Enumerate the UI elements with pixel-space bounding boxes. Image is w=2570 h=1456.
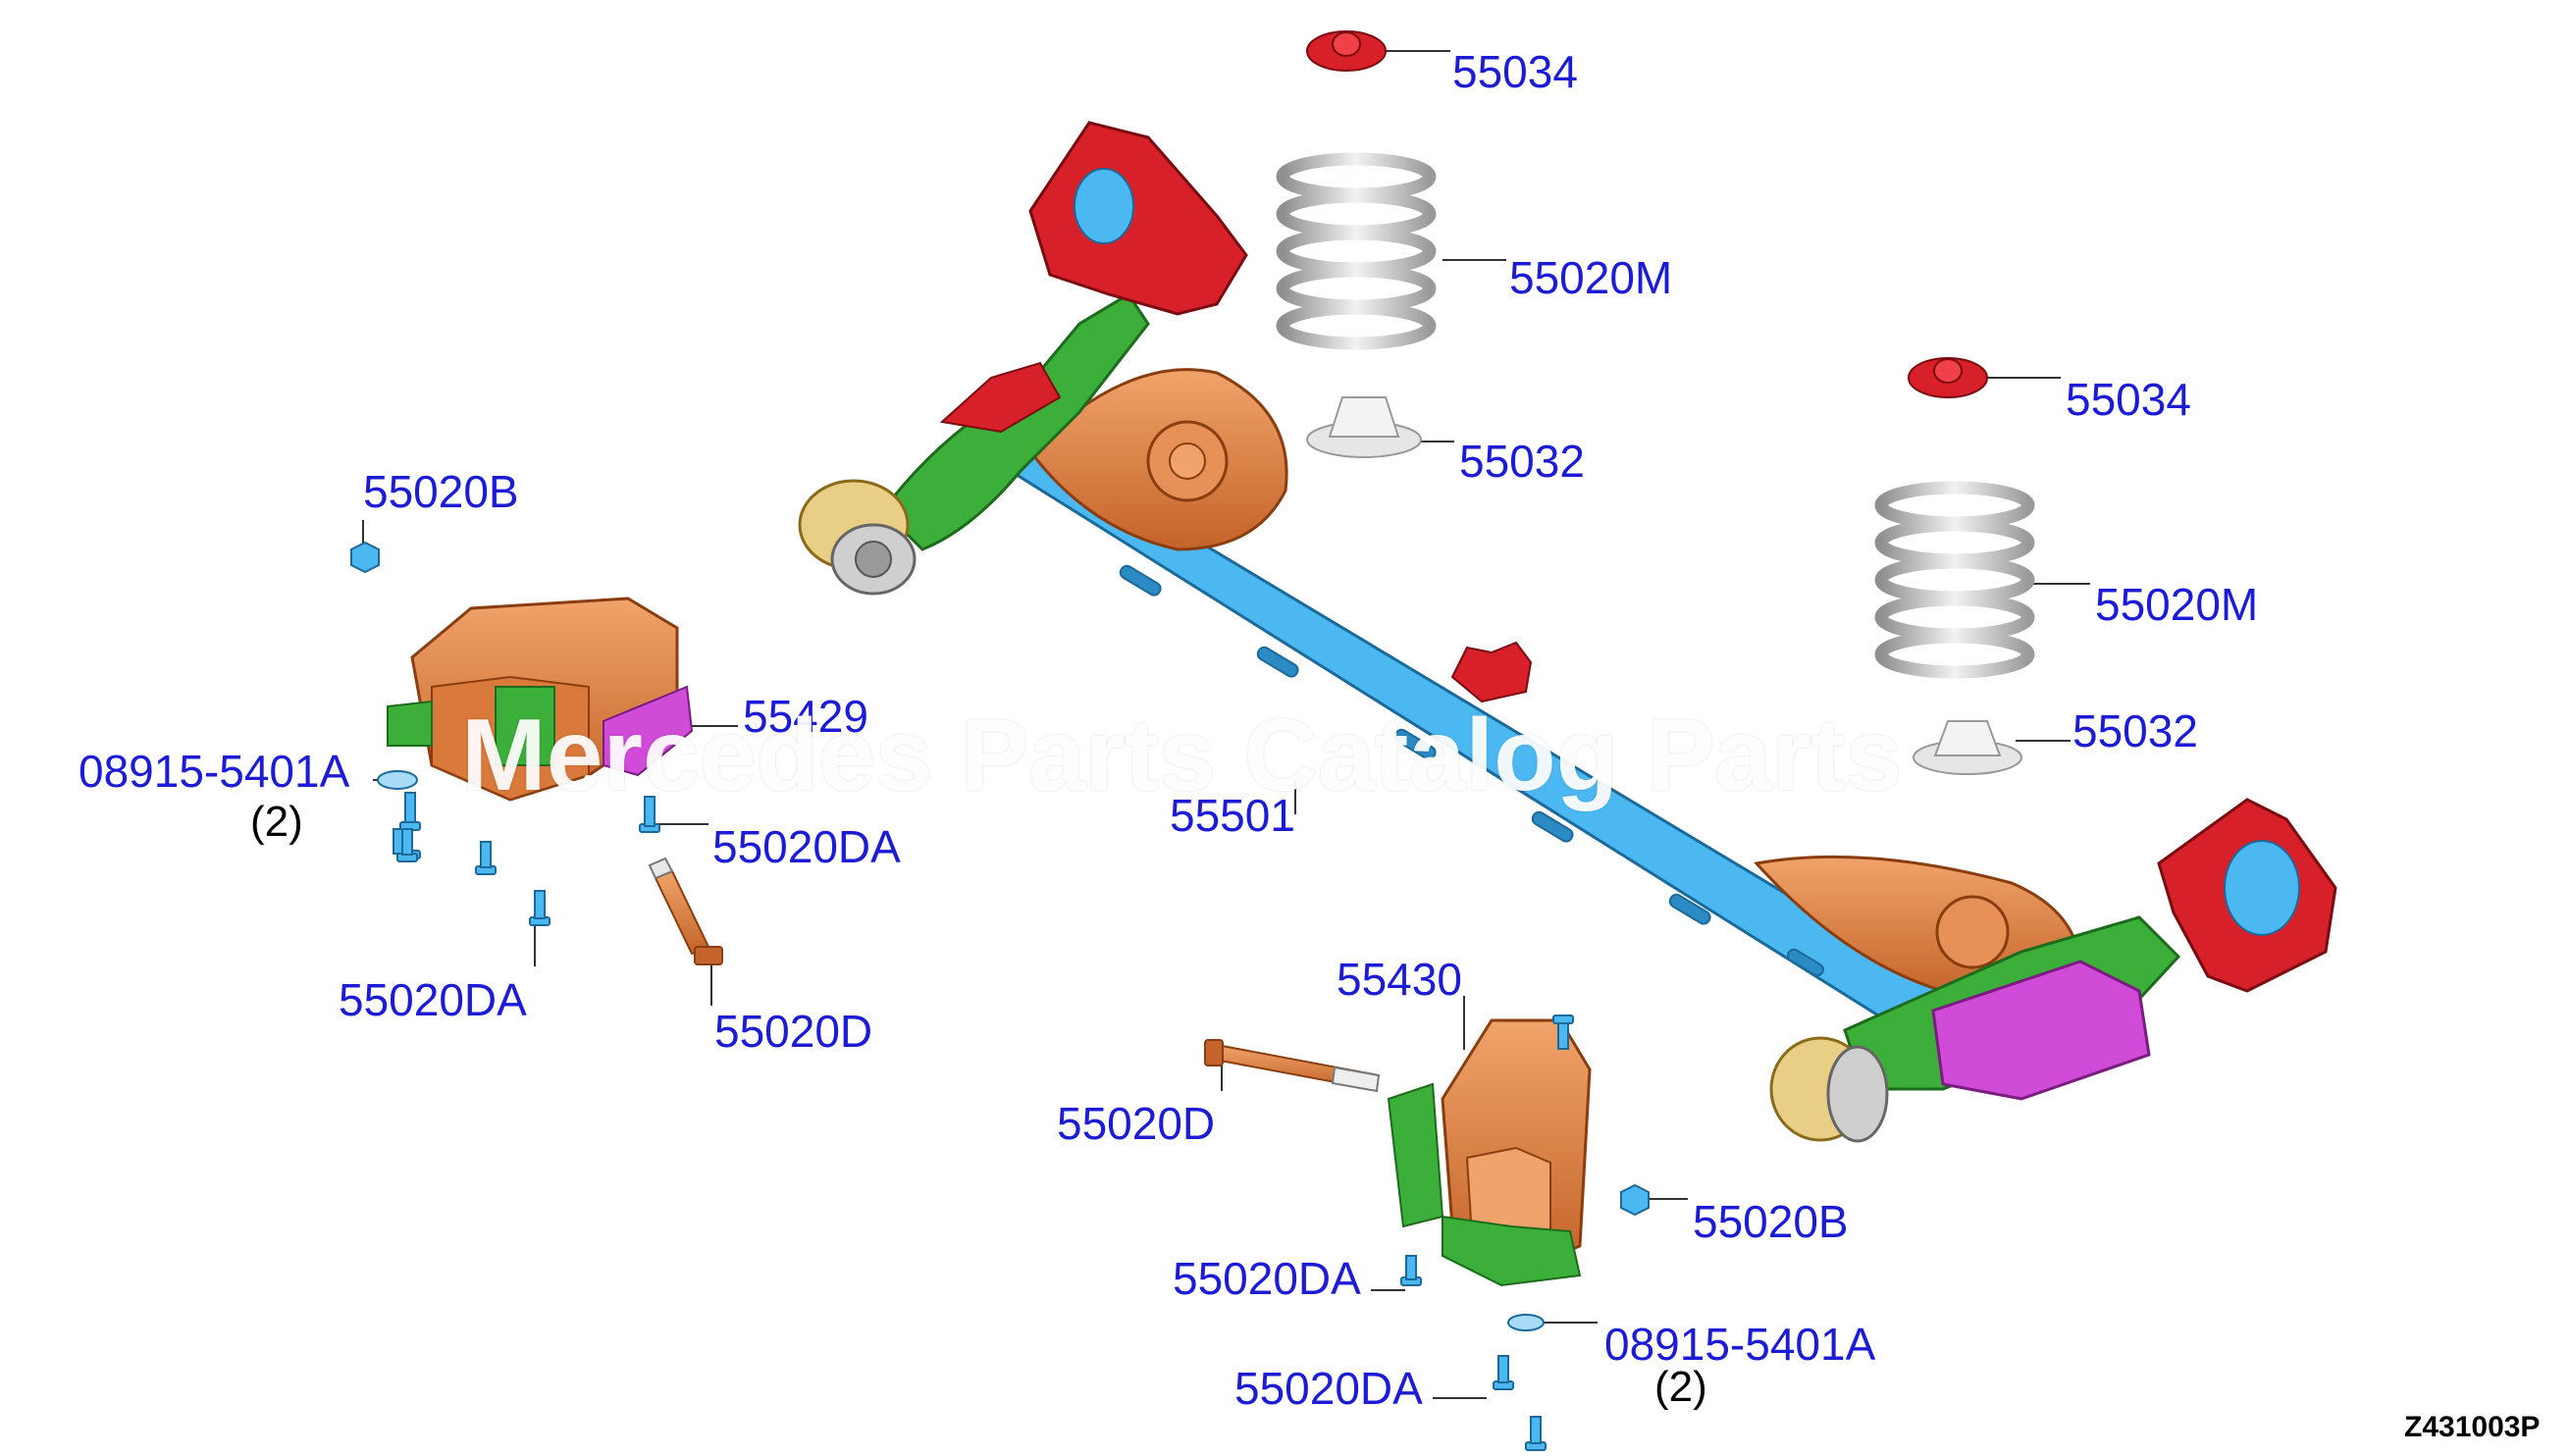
coil-spring-right xyxy=(1874,481,2035,679)
callout-spring-seat-upper-right[interactable]: 55034 xyxy=(2066,374,2191,425)
bolt-left-long xyxy=(648,857,723,965)
callout-washer-left[interactable]: 08915-5401A xyxy=(79,746,350,797)
quantity-washer-right: (2) xyxy=(1654,1363,1707,1411)
callout-spring-seat-lower-right[interactable]: 55032 xyxy=(2072,705,2198,756)
left-trailing-arm xyxy=(798,121,1288,596)
callout-nut-left[interactable]: 55020B xyxy=(363,466,519,517)
callout-bolt-left-bottom[interactable]: 55020DA xyxy=(339,974,527,1025)
callout-bolt-right-bottom[interactable]: 55020DA xyxy=(1234,1363,1423,1414)
callout-bolt-right-long[interactable]: 55020D xyxy=(1057,1098,1216,1149)
callout-spring-seat-lower-left[interactable]: 55032 xyxy=(1459,436,1585,487)
callout-coil-spring-right[interactable]: 55020M xyxy=(2095,579,2259,630)
callout-bolt-left-long[interactable]: 55020D xyxy=(714,1006,873,1057)
callout-nut-right[interactable]: 55020B xyxy=(1693,1196,1849,1247)
quantity-washer-left: (2) xyxy=(250,798,303,846)
washer-right xyxy=(1507,1314,1545,1331)
bolt-right-long xyxy=(1204,1039,1381,1093)
callout-washer-right[interactable]: 08915-5401A xyxy=(1604,1319,1876,1370)
bolts-left-small xyxy=(393,792,660,926)
spring-seat-lower-left xyxy=(1306,396,1422,458)
spring-seat-lower-right xyxy=(1913,720,2022,775)
bracket-right xyxy=(1387,1018,1592,1287)
spring-seat-upper-left xyxy=(1306,30,1387,72)
nut-right xyxy=(1620,1183,1650,1217)
bolts-right-small xyxy=(1400,1014,1574,1451)
callout-bracket-right[interactable]: 55430 xyxy=(1337,954,1462,1005)
right-trailing-arm xyxy=(1754,798,2337,1143)
callout-spring-seat-upper-left[interactable]: 55034 xyxy=(1452,46,1578,97)
nut-left xyxy=(350,541,380,574)
coil-spring-left xyxy=(1276,152,1437,350)
callout-axle-beam[interactable]: 55501 xyxy=(1170,790,1295,841)
figure-code: Z431003P xyxy=(2404,1411,2541,1443)
spring-seat-upper-right xyxy=(1908,357,1988,398)
callout-bolt-right-small[interactable]: 55020DA xyxy=(1173,1253,1361,1304)
callout-bracket-left[interactable]: 55429 xyxy=(743,691,868,742)
bracket-left xyxy=(387,597,694,802)
callout-bolt-left-small[interactable]: 55020DA xyxy=(712,821,901,872)
callout-coil-spring-left[interactable]: 55020M xyxy=(1509,252,1673,303)
washer-left xyxy=(377,770,418,790)
